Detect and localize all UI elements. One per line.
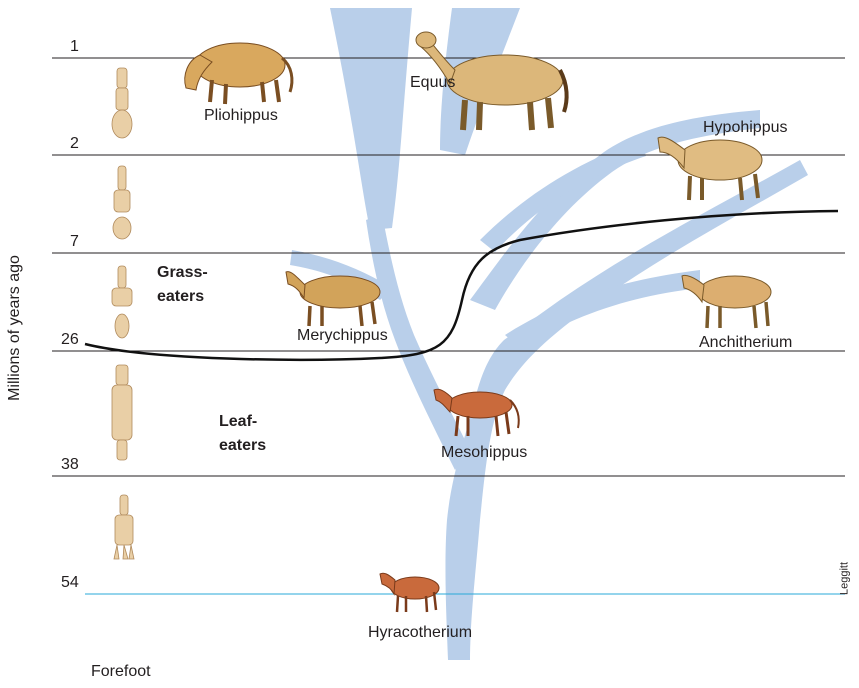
time-tick-1: 1 bbox=[70, 39, 79, 55]
time-tick-2: 2 bbox=[70, 136, 79, 152]
leaf-eaters-label-line1: Leaf- bbox=[219, 414, 257, 430]
tree-branch-center bbox=[330, 8, 412, 230]
label-pliohippus: Pliohippus bbox=[204, 108, 278, 124]
label-equus: Equus bbox=[410, 75, 455, 91]
horse-hyracotherium bbox=[380, 573, 439, 612]
label-hypohippus: Hypohippus bbox=[703, 120, 788, 136]
grass-eaters-label-line1: Grass- bbox=[157, 265, 208, 281]
time-tick-38: 38 bbox=[61, 457, 79, 473]
grass-eaters-label-line2: eaters bbox=[157, 289, 204, 305]
forefoot-pliohippus bbox=[112, 68, 132, 138]
forefoot-label: Forefoot bbox=[91, 664, 151, 680]
time-tick-54: 54 bbox=[61, 575, 79, 591]
forefoot-mesohippus bbox=[112, 365, 132, 460]
forefoot-hypohippus bbox=[113, 166, 131, 239]
label-mesohippus: Mesohippus bbox=[441, 445, 527, 461]
leaf-eaters-label-line2: eaters bbox=[219, 438, 266, 454]
horse-anchitherium bbox=[682, 275, 771, 328]
horse-merychippus bbox=[286, 272, 380, 326]
y-axis-label: Millions of years ago bbox=[7, 253, 23, 403]
label-anchitherium: Anchitherium bbox=[699, 335, 792, 351]
label-merychippus: Merychippus bbox=[297, 328, 388, 344]
forefoot-hyracotherium bbox=[114, 495, 134, 559]
time-tick-7: 7 bbox=[70, 234, 79, 250]
forefoot-merychippus bbox=[112, 266, 132, 338]
forefoot-bones bbox=[112, 68, 134, 559]
horse-pliohippus bbox=[185, 43, 292, 104]
time-tick-26: 26 bbox=[61, 332, 79, 348]
artist-credit: Leggitt bbox=[840, 549, 851, 609]
label-hyracotherium: Hyracotherium bbox=[368, 625, 472, 641]
